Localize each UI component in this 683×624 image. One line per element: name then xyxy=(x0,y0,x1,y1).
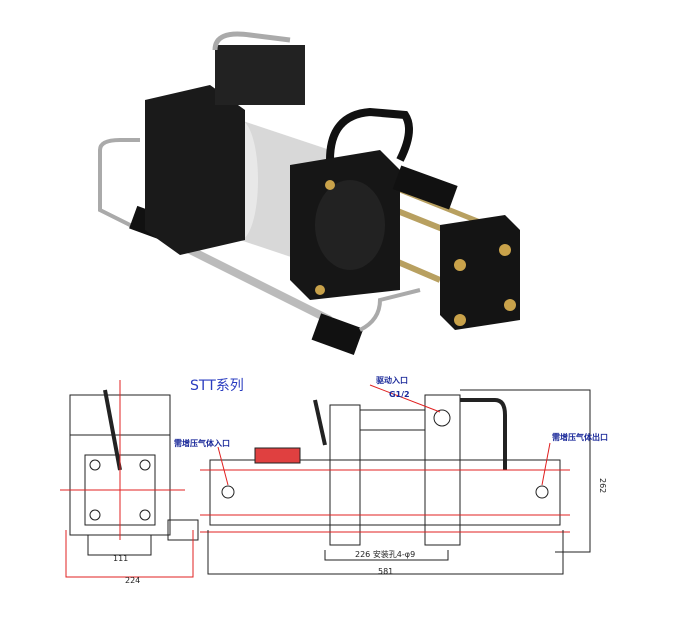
dim-inner-width: 111 xyxy=(113,554,128,563)
side-view-drawing xyxy=(200,384,591,575)
drive-inlet-label: 驱动入口 xyxy=(376,375,408,385)
dim-mount: 226 安装孔4-φ9 xyxy=(355,549,415,559)
gas-booster-photo xyxy=(98,31,520,356)
gas-outlet-label: 需增压气体出口 xyxy=(552,432,608,442)
dim-width: 224 xyxy=(125,576,140,585)
drive-inlet-thread: G1/2 xyxy=(389,390,410,399)
dim-total-length: 581 xyxy=(378,567,393,576)
series-title: STT系列 xyxy=(190,378,244,394)
gas-inlet-label: 需增压气体入口 xyxy=(174,438,230,448)
dim-height: 262 xyxy=(598,478,607,493)
end-view-drawing xyxy=(60,380,199,578)
